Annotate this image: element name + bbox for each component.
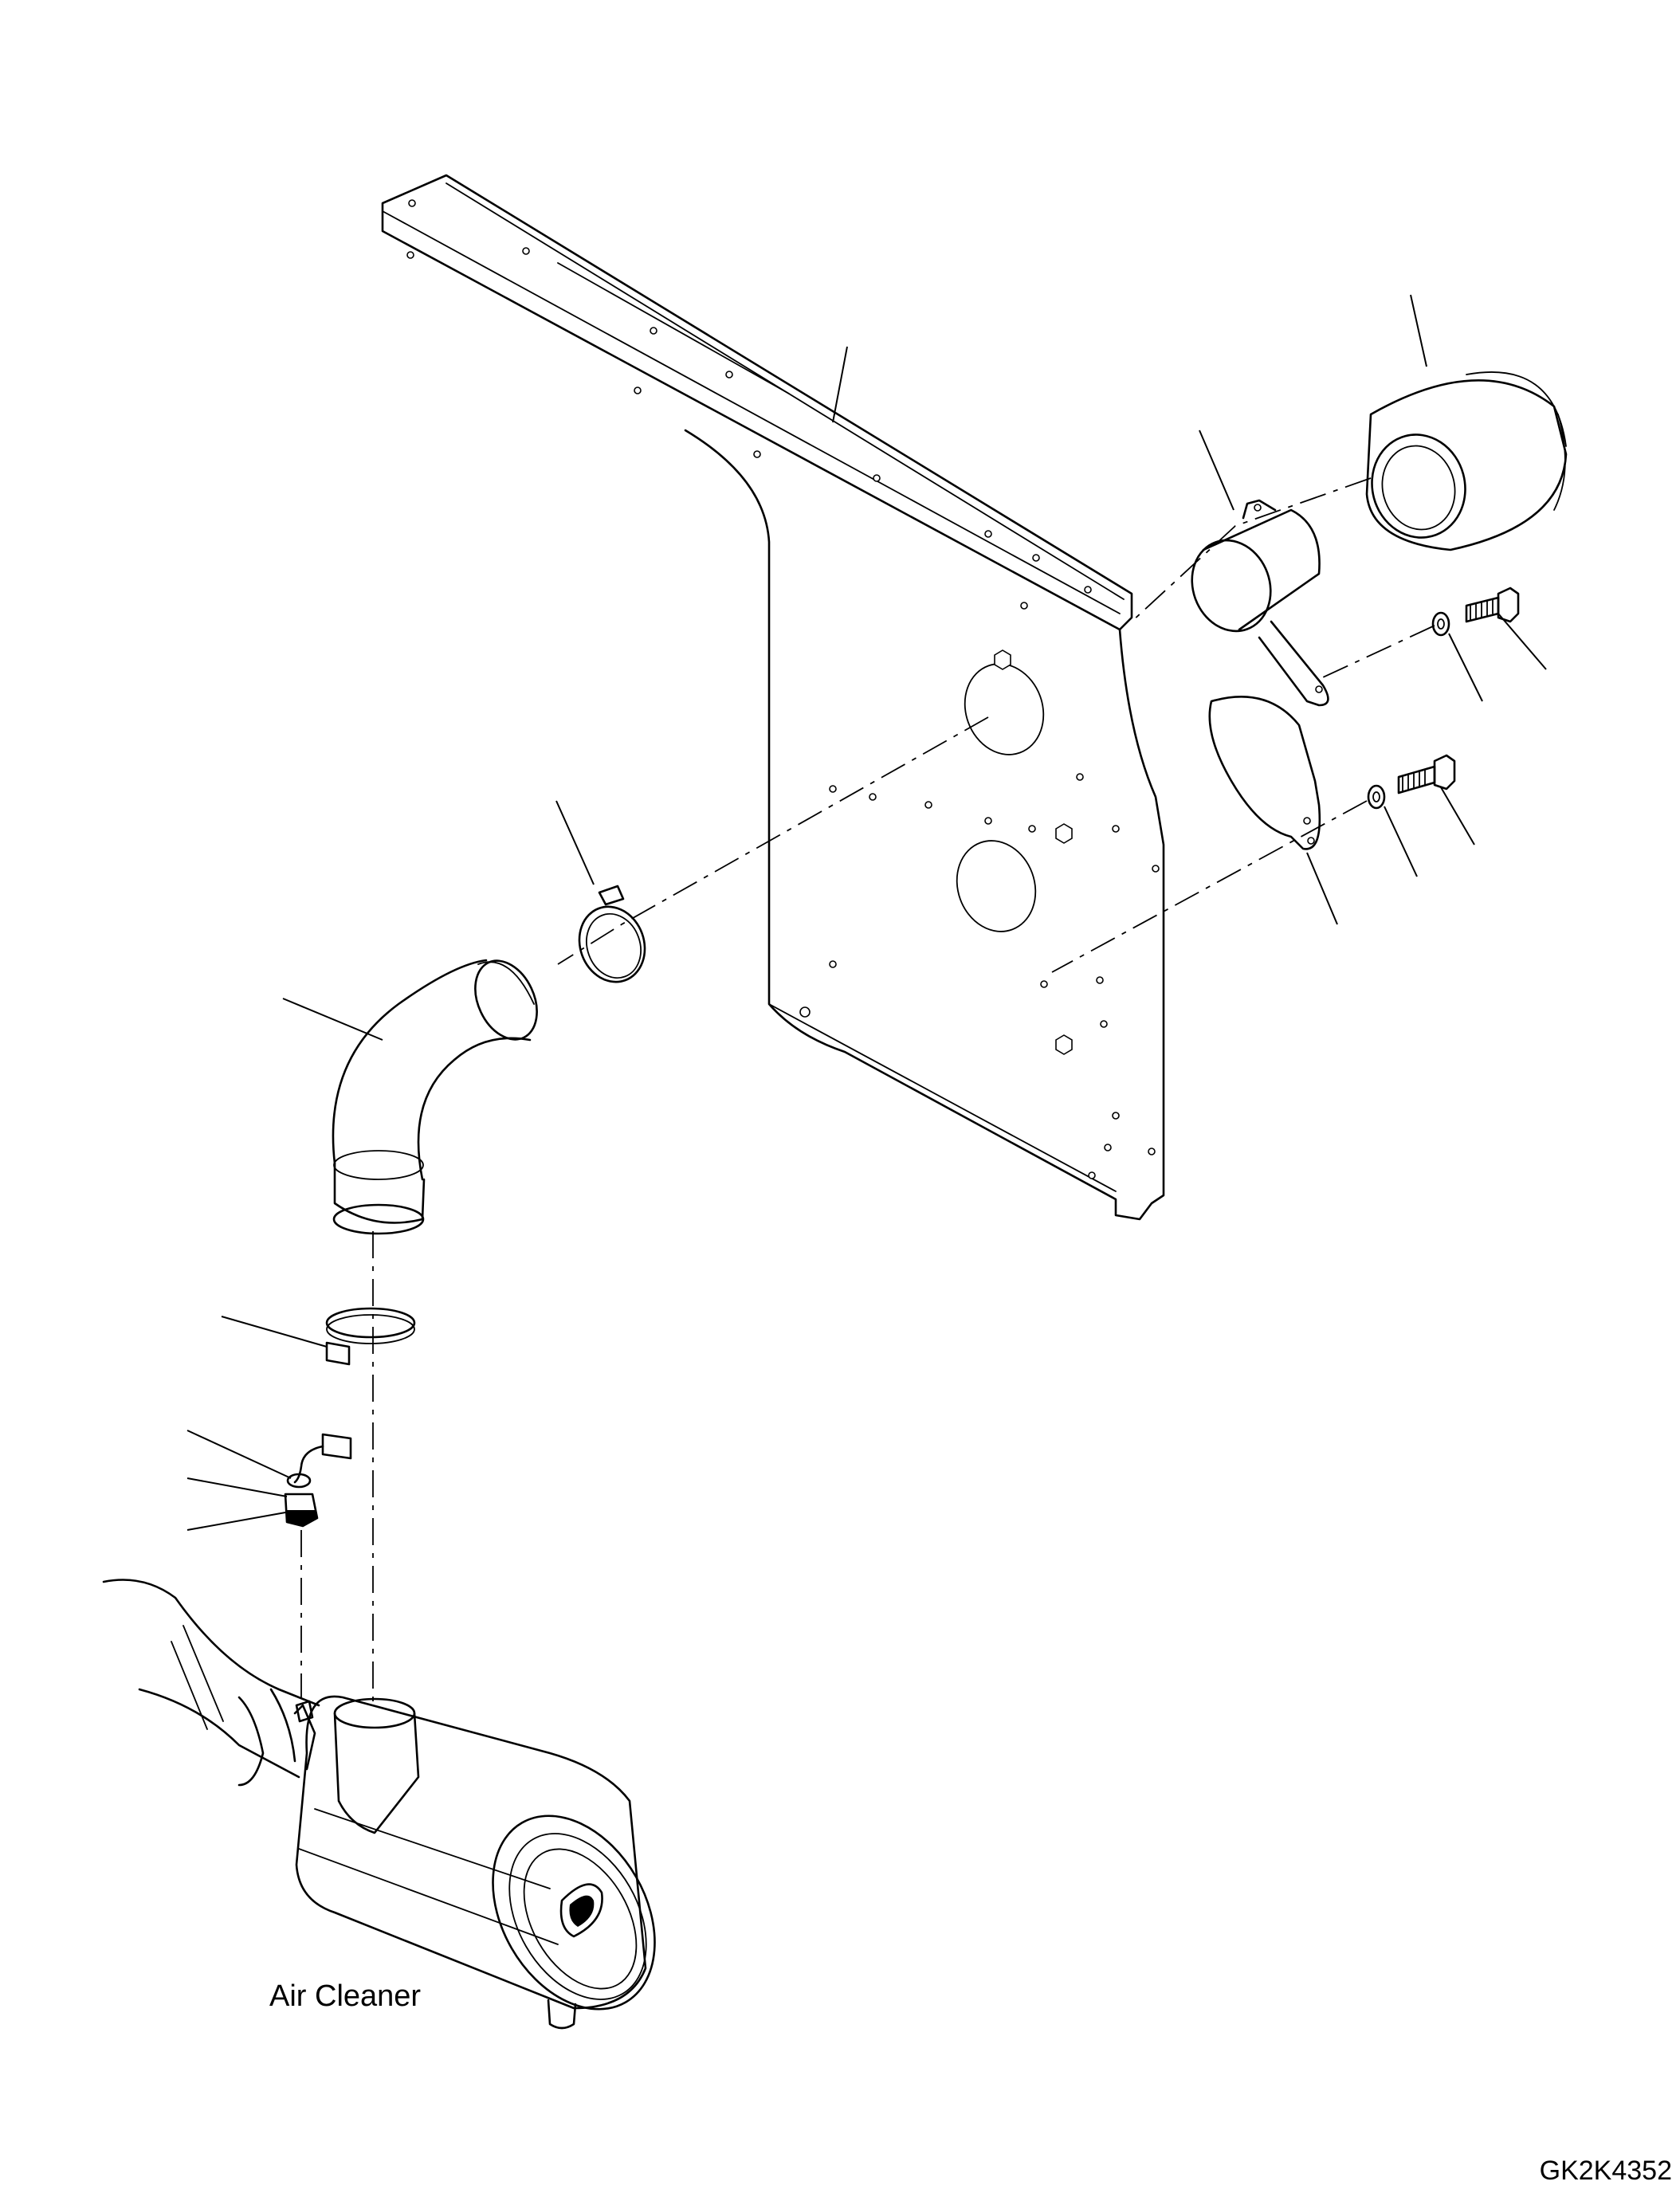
bolt-upper	[1465, 587, 1520, 623]
hose-clamp-lower	[325, 1307, 416, 1366]
gasket	[1208, 696, 1321, 850]
air-cleaner-label: Air Cleaner	[269, 1979, 421, 2013]
restriction-sensor	[284, 1433, 352, 1528]
assembly-centerlines	[300, 477, 1435, 1705]
mounting-plate	[381, 174, 1165, 1221]
elbow-hose	[332, 959, 538, 1235]
washer-lower	[1367, 784, 1386, 810]
drawing-code: GK2K4352	[1540, 2156, 1672, 2186]
air-cleaner	[102, 1579, 656, 2030]
inlet-adapter	[1191, 499, 1329, 707]
washer-upper	[1431, 611, 1450, 637]
leader-lines	[186, 294, 1547, 1531]
hose-clamp-upper	[578, 885, 646, 983]
bolt-lower	[1397, 754, 1456, 794]
precleaner-cap	[1365, 371, 1568, 551]
